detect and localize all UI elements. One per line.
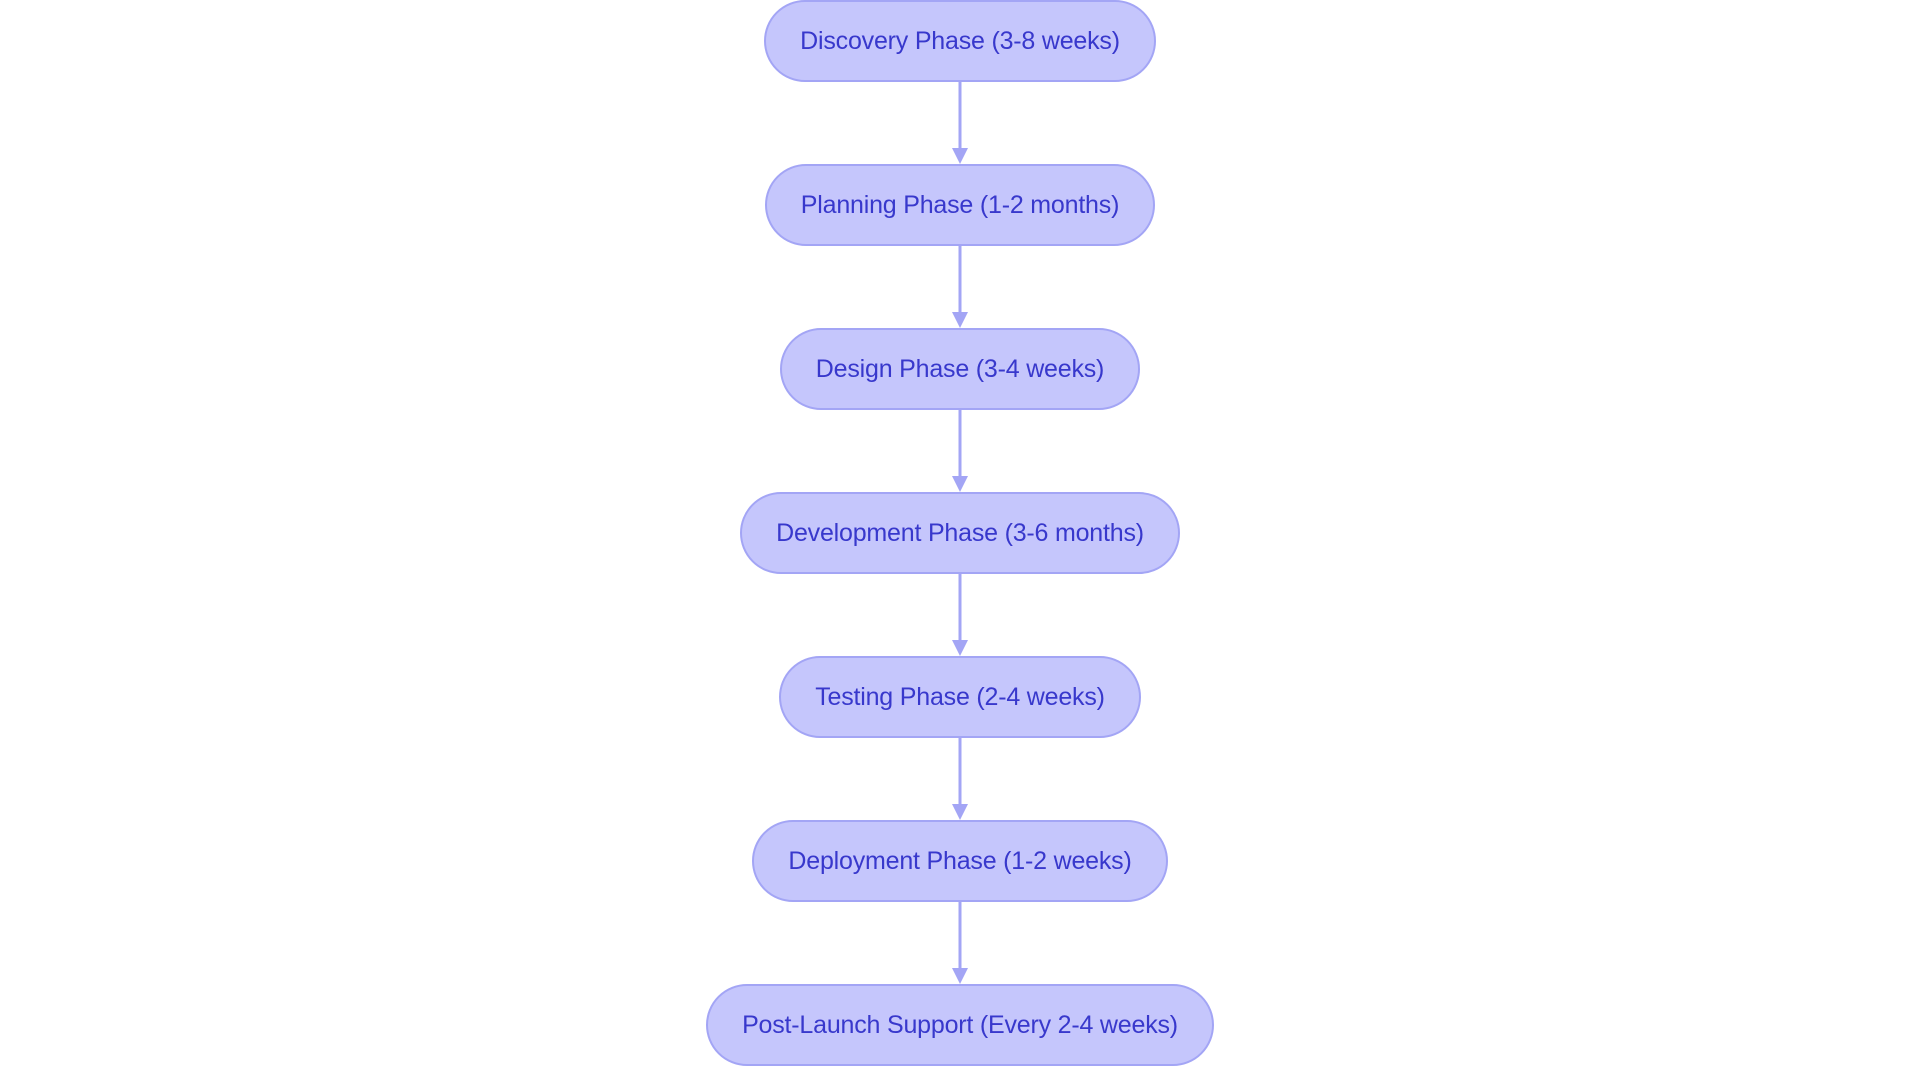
arrowhead-down-icon [952, 968, 968, 984]
flowchart-node-design[interactable]: Design Phase (3-4 weeks) [779, 328, 1141, 410]
flowchart-arrow-design-to-development [952, 410, 968, 492]
arrowhead-down-icon [952, 312, 968, 328]
flowchart-node-deployment[interactable]: Deployment Phase (1-2 weeks) [752, 820, 1168, 902]
node-label: Design Phase (3-4 weeks) [815, 354, 1105, 383]
node-label: Discovery Phase (3-8 weeks) [800, 26, 1120, 55]
flowchart-node-development[interactable]: Development Phase (3-6 months) [740, 492, 1180, 574]
flowchart-arrow-testing-to-deployment [952, 738, 968, 820]
flowchart-node-post-launch-support[interactable]: Post-Launch Support (Every 2-4 weeks) [706, 984, 1214, 1066]
arrowhead-down-icon [952, 804, 968, 820]
arrowhead-down-icon [952, 640, 968, 656]
arrowhead-down-icon [952, 148, 968, 164]
flowchart-node-testing[interactable]: Testing Phase (2-4 weeks) [779, 656, 1141, 738]
flowchart-node-planning[interactable]: Planning Phase (1-2 months) [764, 164, 1156, 246]
flowchart-arrow-development-to-testing [952, 574, 968, 656]
flowchart-node-discovery[interactable]: Discovery Phase (3-8 weeks) [764, 0, 1156, 82]
node-label: Testing Phase (2-4 weeks) [815, 682, 1105, 711]
node-label: Deployment Phase (1-2 weeks) [788, 846, 1132, 875]
arrowhead-down-icon [952, 476, 968, 492]
arrow-line [958, 574, 962, 642]
arrow-line [958, 410, 962, 478]
flowchart-arrow-discovery-to-planning [952, 82, 968, 164]
node-label: Development Phase (3-6 months) [776, 518, 1144, 547]
node-label: Planning Phase (1-2 months) [800, 190, 1120, 219]
flowchart-node-chain: Discovery Phase (3-8 weeks) Planning Pha… [706, 0, 1214, 1066]
flowchart-arrow-deployment-to-post-launch [952, 902, 968, 984]
arrow-line [958, 246, 962, 314]
arrow-line [958, 82, 962, 150]
arrow-line [958, 738, 962, 806]
flowchart-arrow-planning-to-design [952, 246, 968, 328]
node-label: Post-Launch Support (Every 2-4 weeks) [742, 1010, 1178, 1039]
arrow-line [958, 902, 962, 970]
